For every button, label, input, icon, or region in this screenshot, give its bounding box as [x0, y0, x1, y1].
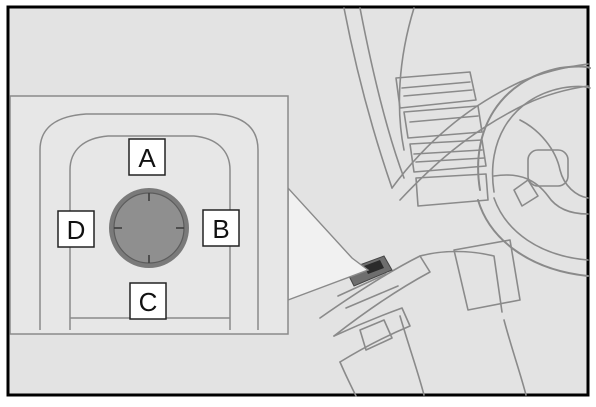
callout-d-label: D [67, 215, 86, 245]
mirror-adjust-knob-icon [109, 188, 189, 268]
callout-c-label: C [139, 287, 158, 317]
callout-a-label: A [138, 143, 156, 173]
callout-b-label: B [212, 214, 229, 244]
inset-panel: A B C D [10, 96, 288, 334]
callout-a: A [129, 139, 165, 175]
callout-b: B [203, 210, 239, 246]
callout-c: C [130, 283, 166, 319]
knob-face [114, 193, 184, 263]
callout-d: D [58, 211, 94, 247]
